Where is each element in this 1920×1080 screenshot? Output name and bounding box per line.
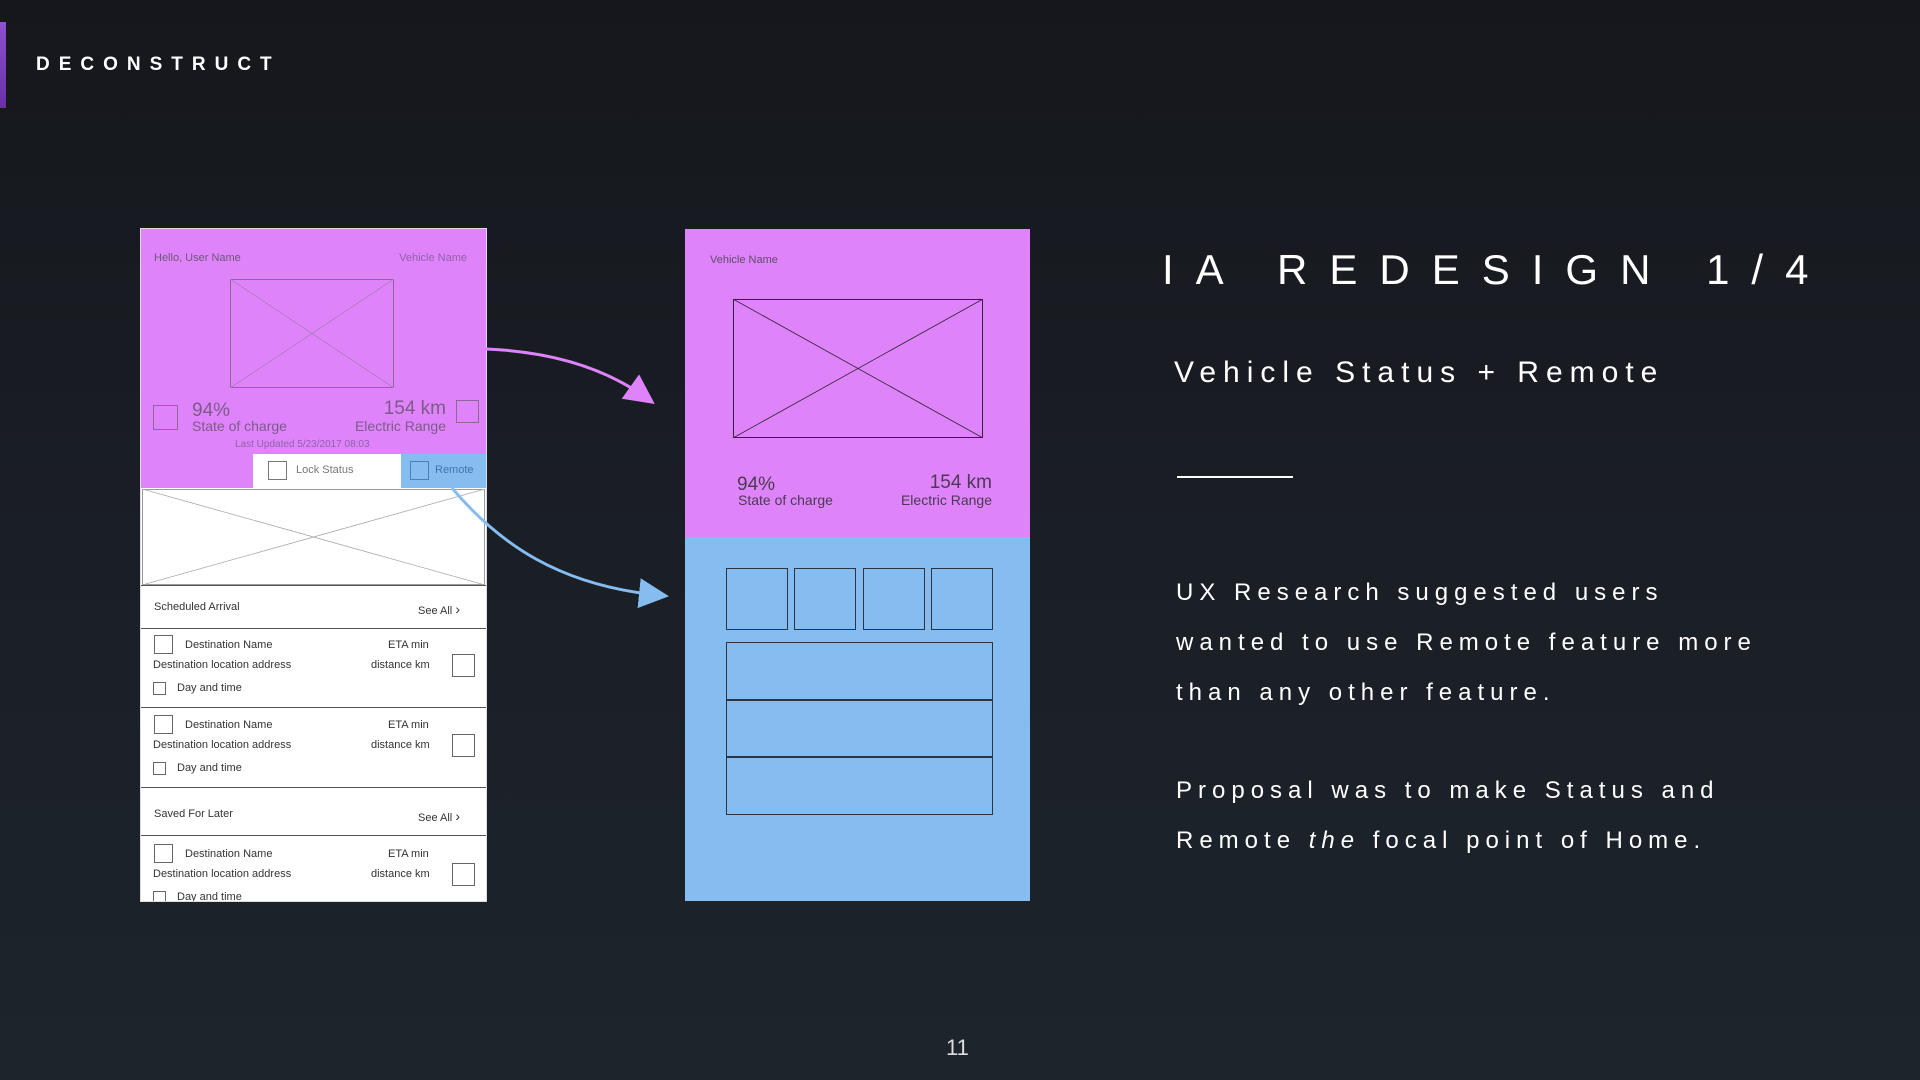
distance: distance km [371, 659, 430, 671]
charge-value: 94% [737, 474, 776, 495]
proposal-text: focal point of Home. [1360, 827, 1707, 854]
proposal-line-1: Proposal was to make Status and [1176, 777, 1720, 804]
distance: distance km [371, 868, 430, 880]
destination-address: Destination location address [153, 868, 292, 880]
remote-icon [410, 461, 429, 480]
slide-subtitle: Vehicle Status + Remote [1174, 356, 1665, 389]
action-checkbox[interactable] [452, 863, 475, 886]
slide-title: IA REDESIGN 1/4 [1162, 246, 1831, 293]
see-all-saved-link[interactable]: See All › [418, 808, 460, 824]
vehicle-image-placeholder [733, 299, 983, 438]
day-and-time: Day and time [177, 682, 242, 694]
brand-accent-bar [0, 22, 6, 108]
proposal-text: Remote [1176, 827, 1309, 854]
research-line-3: than any other feature. [1176, 679, 1556, 706]
scheduled-arrival-heading: Scheduled Arrival [154, 601, 240, 613]
action-checkbox[interactable] [452, 734, 475, 757]
divider [141, 835, 486, 836]
time-icon [153, 891, 166, 901]
remote-action-tile[interactable] [863, 568, 925, 630]
old-status-panel: Hello, User Name Vehicle Name 94% State … [141, 229, 486, 488]
divider [141, 628, 486, 629]
greeting-text: Hello, User Name [154, 252, 241, 264]
research-line-2: wanted to use Remote feature more [1176, 629, 1757, 656]
range-value: 154 km [929, 472, 992, 493]
vehicle-name-text: Vehicle Name [399, 252, 467, 264]
title-rule [1177, 476, 1293, 478]
remote-action-tile[interactable] [726, 568, 788, 630]
vehicle-name-text: Vehicle Name [710, 254, 778, 266]
destination-address: Destination location address [153, 739, 292, 751]
eta: ETA min [388, 639, 429, 651]
charge-label: State of charge [738, 492, 833, 508]
chevron-right-icon: › [455, 601, 460, 617]
time-icon [153, 762, 166, 775]
remote-action-tile[interactable] [931, 568, 993, 630]
see-all-scheduled-link[interactable]: See All › [418, 601, 460, 617]
vehicle-image-placeholder [230, 279, 394, 388]
time-icon [153, 682, 166, 695]
research-line-1: UX Research suggested users [1176, 579, 1664, 606]
range-label: Electric Range [354, 418, 446, 434]
charge-icon-placeholder [153, 405, 178, 430]
see-all-label: See All [418, 812, 453, 824]
eta: ETA min [388, 848, 429, 860]
destination-name: Destination Name [185, 639, 273, 651]
range-icon-placeholder [456, 400, 479, 423]
remote-row[interactable] [726, 700, 993, 757]
destination-icon [154, 635, 173, 654]
lock-status-tab[interactable]: Lock Status [253, 454, 401, 488]
remote-tab[interactable]: Remote [401, 454, 486, 488]
new-status-panel: Vehicle Name 94% State of charge 154 km … [685, 229, 1030, 537]
see-all-label: See All [418, 605, 453, 617]
new-home-wireframe: Vehicle Name 94% State of charge 154 km … [685, 229, 1030, 901]
last-updated-text: Last Updated 5/23/2017 08:03 [235, 439, 370, 450]
chevron-right-icon: › [455, 808, 460, 824]
status-arrow [485, 347, 655, 404]
map-image-placeholder [142, 489, 485, 585]
brand-label: DECONSTRUCT [36, 54, 281, 75]
divider [141, 585, 486, 586]
range-label: Electric Range [900, 492, 992, 508]
saved-for-later-heading: Saved For Later [154, 808, 233, 820]
lock-status-label: Lock Status [296, 464, 354, 476]
divider [141, 707, 486, 708]
remote-row[interactable] [726, 757, 993, 815]
proposal-emphasis: the [1308, 827, 1361, 854]
destination-name: Destination Name [185, 719, 273, 731]
remote-label: Remote [435, 464, 474, 476]
range-value: 154 km [383, 398, 446, 419]
old-home-wireframe: Hello, User Name Vehicle Name 94% State … [141, 229, 486, 901]
eta: ETA min [388, 719, 429, 731]
remote-action-tile[interactable] [794, 568, 856, 630]
day-and-time: Day and time [177, 762, 242, 774]
charge-value: 94% [192, 400, 231, 421]
charge-label: State of charge [192, 418, 287, 434]
divider [141, 787, 486, 788]
action-checkbox[interactable] [452, 654, 475, 677]
lock-icon [268, 461, 287, 480]
proposal-line-2: Remote the focal point of Home. [1176, 816, 1706, 866]
destination-address: Destination location address [153, 659, 292, 671]
destination-name: Destination Name [185, 848, 273, 860]
page-number: 11 [946, 1035, 969, 1060]
distance: distance km [371, 739, 430, 751]
day-and-time: Day and time [177, 891, 242, 901]
destination-icon [154, 715, 173, 734]
destination-icon [154, 844, 173, 863]
remote-arrow [450, 487, 669, 609]
remote-row[interactable] [726, 642, 993, 700]
